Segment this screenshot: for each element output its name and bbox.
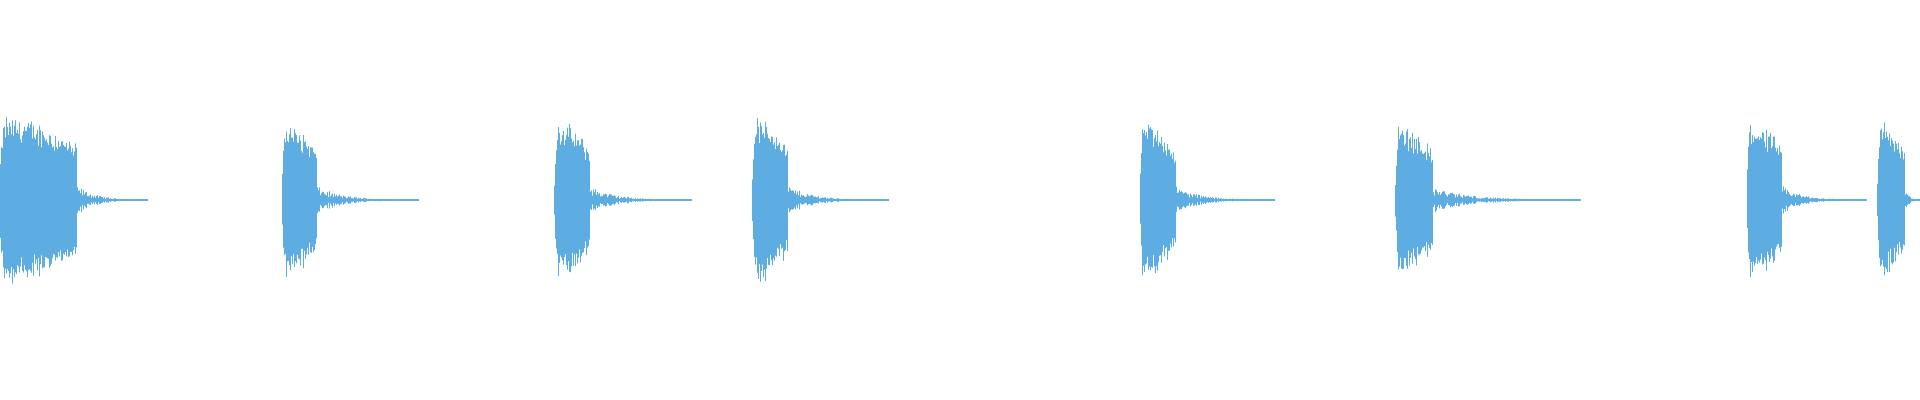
waveform-burst: [1747, 125, 1867, 278]
waveform-burst: [1140, 124, 1275, 276]
waveform-burst: [1395, 126, 1581, 270]
waveform-burst: [752, 118, 889, 282]
waveform-burst-path: [1877, 122, 1920, 276]
waveform-burst: [282, 128, 419, 278]
waveform-burst: [1877, 122, 1920, 276]
waveform-burst-path: [1395, 126, 1581, 270]
waveform-burst-path: [1747, 125, 1867, 278]
waveform-burst: [554, 123, 692, 276]
waveform-bursts: [0, 117, 1920, 284]
waveform-burst-path: [282, 128, 419, 278]
waveform-burst: [0, 117, 148, 284]
